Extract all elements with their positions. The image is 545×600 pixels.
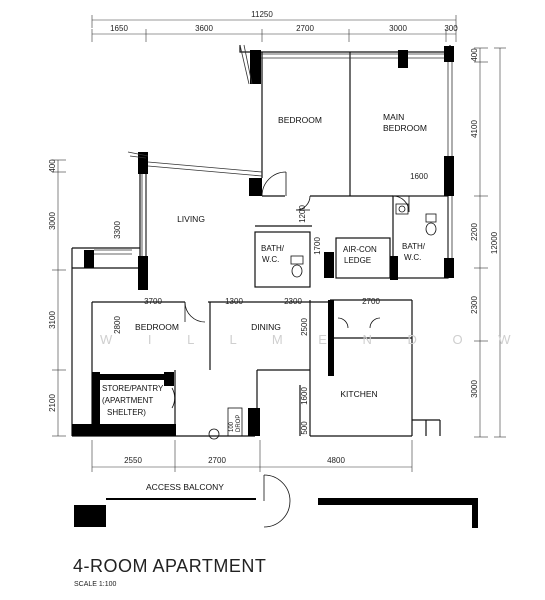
label-bedroom-top: BEDROOM xyxy=(278,115,322,125)
refuse-chute xyxy=(208,407,243,440)
dim-left-2100: 2100 xyxy=(48,394,57,412)
dim-bottom-2550: 2550 xyxy=(124,456,142,465)
dim-left-400: 400 xyxy=(48,159,57,173)
structural-walls xyxy=(72,46,478,528)
dim-in-2300: 2300 xyxy=(284,297,302,306)
dim-top-2700: 2700 xyxy=(296,24,314,33)
dim-in-1700: 1700 xyxy=(313,237,322,255)
bottom-dimensions xyxy=(91,440,413,472)
label-access-balcony: ACCESS BALCONY xyxy=(146,482,224,492)
dim-in-1600-kitchen: 1600 xyxy=(300,387,309,405)
top-dimensions xyxy=(91,15,457,42)
dim-right-2200: 2200 xyxy=(470,223,479,241)
label-main-bedroom-2: BEDROOM xyxy=(383,123,427,133)
dim-in-3700: 3700 xyxy=(144,297,162,306)
label-store-3: SHELTER) xyxy=(107,408,146,417)
toilet-fixture-1 xyxy=(290,255,304,278)
watermark: W I L L M E N D O W xyxy=(100,332,527,347)
label-chute-1: 100 xyxy=(229,421,235,432)
dim-in-3300: 3300 xyxy=(113,221,122,239)
label-store-2: (APARTMENT xyxy=(102,396,153,405)
dim-right-400: 400 xyxy=(470,48,479,62)
left-dimensions xyxy=(52,159,66,437)
dim-top-1650: 1650 xyxy=(110,24,128,33)
basin-fixture xyxy=(395,203,409,215)
door-swings xyxy=(171,171,410,528)
dim-in-2700: 2700 xyxy=(362,297,380,306)
dim-total-width: 11250 xyxy=(251,10,273,19)
label-aircon-1: AIR-CON xyxy=(343,245,377,254)
dim-right-3000: 3000 xyxy=(470,380,479,398)
dim-in-2500: 2500 xyxy=(300,318,309,336)
plan-title: 4-ROOM APARTMENT xyxy=(73,556,266,576)
dim-bottom-4800: 4800 xyxy=(327,456,345,465)
label-aircon-2: LEDGE xyxy=(344,256,371,265)
right-dimensions xyxy=(474,47,506,438)
dim-top-3000: 3000 xyxy=(389,24,407,33)
dim-top-300: 300 xyxy=(444,24,458,33)
dim-left-3000: 3000 xyxy=(48,212,57,230)
dim-top-3600: 3600 xyxy=(195,24,213,33)
label-bedroom-left: BEDROOM xyxy=(135,322,179,332)
label-bath2-1: BATH/ xyxy=(402,242,426,251)
label-bath1-1: BATH/ xyxy=(261,244,285,253)
dim-in-1200: 1200 xyxy=(298,205,307,223)
dim-in-500: 500 xyxy=(300,421,309,435)
dim-right-2300: 2300 xyxy=(470,296,479,314)
label-store-1: STORE/PANTRY xyxy=(102,384,164,393)
plan-scale: SCALE 1:100 xyxy=(74,581,117,588)
label-chute-2: DROP xyxy=(236,415,242,432)
label-bath2-2: W.C. xyxy=(404,253,421,262)
dim-right-4100: 4100 xyxy=(470,120,479,138)
dim-in-1600-bath: 1600 xyxy=(410,172,428,181)
dim-left-3100: 3100 xyxy=(48,311,57,329)
dim-right-total: 12000 xyxy=(490,231,499,254)
dim-in-1300: 1300 xyxy=(225,297,243,306)
label-living: LIVING xyxy=(177,214,205,224)
label-kitchen: KITCHEN xyxy=(340,389,377,399)
label-bath1-2: W.C. xyxy=(262,255,279,264)
dim-in-2800: 2800 xyxy=(113,316,122,334)
dim-bottom-2700: 2700 xyxy=(208,456,226,465)
windows xyxy=(94,44,453,258)
toilet-fixture-2 xyxy=(425,213,437,236)
label-main-bedroom-1: MAIN xyxy=(383,112,404,122)
label-dining: DINING xyxy=(251,322,281,332)
